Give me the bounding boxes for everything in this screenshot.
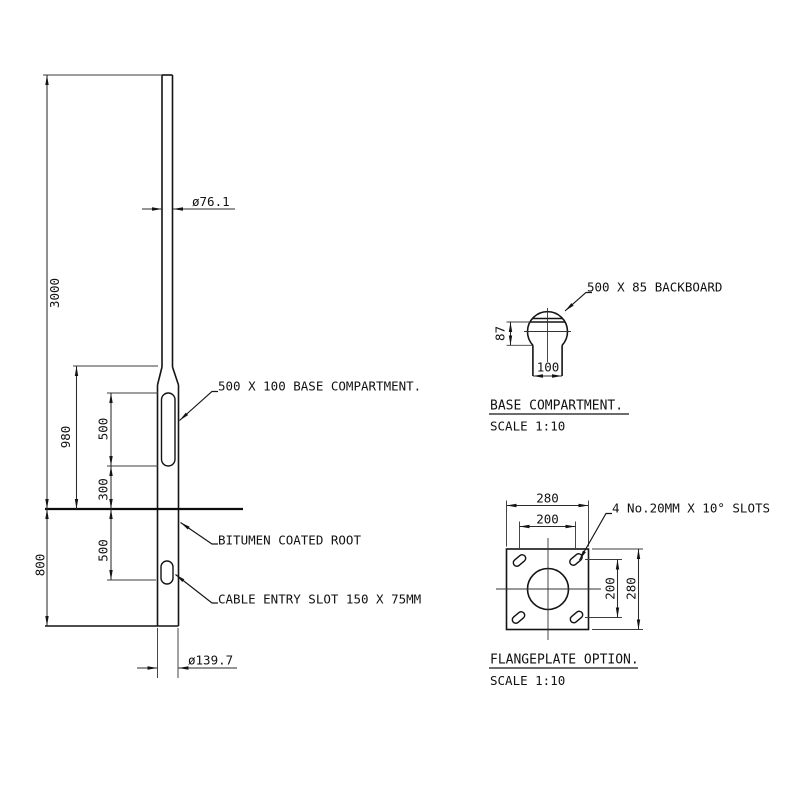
bolt-slot-bottom-left <box>511 611 526 624</box>
base-compartment-slot <box>160 392 176 467</box>
bolt-slot-top-right <box>569 553 583 566</box>
dim-text-100: 100 <box>537 360 560 375</box>
dim-text-500-base: 500 <box>96 418 111 441</box>
dim-text-200-top: 200 <box>536 512 559 527</box>
label-bolt-slots: 4 No.20MM X 10° SLOTS <box>612 501 770 516</box>
dim-text-200-right: 200 <box>603 577 618 600</box>
leader-bitumen <box>180 522 218 545</box>
label-bitumen-coated-root: BITUMEN COATED ROOT <box>218 533 361 548</box>
scale-base-compartment: SCALE 1:10 <box>490 419 565 434</box>
leader-backboard <box>564 291 592 312</box>
dim-text-280-right: 280 <box>624 577 639 600</box>
label-cable-entry-slot: CABLE ENTRY SLOT 150 X 75MM <box>218 592 421 607</box>
pole-taper-left <box>156 366 163 386</box>
dim-text-280-top: 280 <box>536 491 559 506</box>
base-compartment-detail: 87 100 500 X 85 BACKBOARD BASE COMPARTME… <box>489 280 722 434</box>
pole-elevation-view: 3000 980 500 300 500 800 ø76.1 ø139.7 50… <box>33 74 421 678</box>
dim-text-300: 300 <box>96 478 111 501</box>
bolt-slot-top-left <box>512 554 527 567</box>
flangeplate-detail: 280 200 200 280 4 No.20MM X 10° SLOTS FL… <box>489 491 770 688</box>
label-backboard: 500 X 85 BACKBOARD <box>587 280 722 295</box>
dim-text-980: 980 <box>58 426 73 449</box>
label-base-compartment: 500 X 100 BASE COMPARTMENT. <box>218 379 421 394</box>
dim-text-3000: 3000 <box>47 278 62 308</box>
pole-taper-right <box>171 366 180 386</box>
cable-entry-slot <box>160 560 174 585</box>
leader-bolt-slots <box>579 512 612 561</box>
dim-text-500-root: 500 <box>96 539 111 562</box>
scale-flangeplate: SCALE 1:10 <box>490 673 565 688</box>
title-base-compartment: BASE COMPARTMENT. <box>490 399 623 414</box>
dim-text-dia-base: ø139.7 <box>188 653 233 668</box>
dim-text-800: 800 <box>33 554 48 577</box>
dim-text-dia-top: ø76.1 <box>192 194 230 209</box>
leader-cable-entry <box>175 574 218 604</box>
bolt-slot-bottom-right <box>569 610 584 624</box>
leader-base-compartment <box>179 390 218 421</box>
dim-text-87: 87 <box>493 326 508 341</box>
title-flangeplate: FLANGEPLATE OPTION. <box>490 653 639 668</box>
